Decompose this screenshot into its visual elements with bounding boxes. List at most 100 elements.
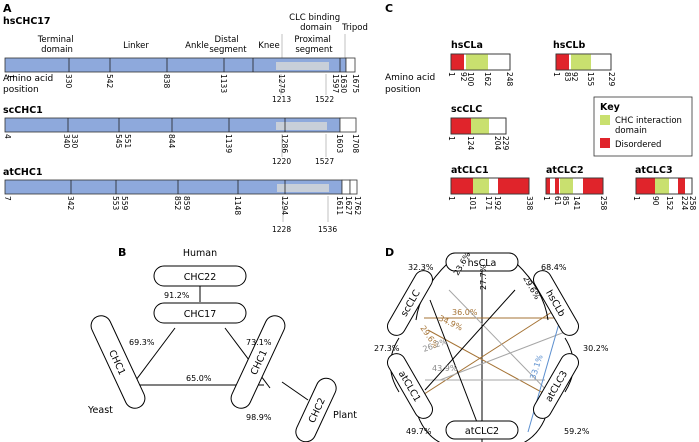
protein-name-hscla: hsCLa [451, 40, 483, 51]
protein-name-hsclb: hsCLb [553, 40, 585, 51]
domain-label-knee: Knee [258, 41, 279, 51]
node-chc22: CHC22 [153, 265, 247, 287]
domain-label-tripod: Tripod [341, 23, 368, 33]
tick-atchc1-1762: 1762 [353, 196, 362, 215]
pct-yeast-plant: 65.0% [186, 374, 212, 383]
node-chc17: CHC17 [153, 302, 247, 324]
svg-text:92: 92 [570, 72, 579, 82]
svg-text:atCLC2: atCLC2 [465, 426, 499, 437]
tick-hschc17-1675: 1675 [351, 74, 360, 93]
panel-c-label: C [385, 2, 393, 15]
protein-bar-hschc17: 1 330 542 838 1133 1279 1597 1630 1675 1… [4, 57, 360, 104]
clc-bar-atclc1: 1 101 171 192 338 [447, 177, 534, 211]
tick-atchc1-1611: 1611 [335, 196, 344, 215]
clc-box [276, 122, 327, 130]
pct-chc22-chc17: 91.2% [164, 291, 190, 300]
clc-end-hschc17: 1522 [315, 95, 334, 104]
pct-hscla-hsclb: 68.4% [541, 263, 567, 272]
tick-atchc1-859: 859 [182, 196, 191, 211]
panel-a-label: A [3, 2, 12, 15]
protein-name-atclc1: atCLC1 [451, 165, 489, 176]
svg-text:258: 258 [599, 196, 608, 211]
svg-text:83: 83 [563, 72, 572, 82]
node-hscla: hsCLa [445, 252, 519, 272]
svg-text:85: 85 [561, 196, 570, 206]
legend-label-interaction: CHC interaction domain [615, 116, 685, 136]
svg-text:CHC17: CHC17 [184, 309, 217, 320]
pct-atclc2-atclc1: 49.7% [406, 427, 432, 436]
clc-start-hschc17: 1213 [272, 95, 291, 104]
svg-text:1: 1 [542, 196, 551, 201]
axis-label-amino-acid-a: Amino acid position [3, 74, 56, 95]
node-chc2: CHC2 [295, 377, 337, 442]
label-human: Human [183, 248, 217, 259]
svg-text:1: 1 [447, 196, 456, 201]
tick-atchc1-342: 342 [66, 196, 75, 211]
svg-text:124: 124 [466, 136, 475, 151]
svg-text:hsCLa: hsCLa [468, 258, 497, 269]
clc-end-scchc1: 1527 [315, 157, 334, 166]
tick-atchc1-559: 559 [120, 196, 129, 211]
axis-label-amino-acid-c: Amino acid position [385, 73, 438, 95]
svg-text:162: 162 [483, 72, 492, 87]
pct-scclc-hsclb: 36.0% [452, 308, 478, 317]
tick-atchc1-1148: 1148 [233, 196, 242, 215]
pct-atclc1-scclc: 27.3% [374, 344, 400, 353]
tick-scchc1-1603: 1603 [335, 134, 344, 153]
clc-bar-scclc: 1 124 204 229 [447, 117, 510, 151]
domain-label-distal: Distal segment [209, 35, 247, 55]
node-chc1-plant: CHC1 [230, 315, 286, 409]
node-atclc3: atCLC3 [533, 353, 579, 419]
pct-scclc-hscla: 32.3% [408, 263, 434, 272]
svg-text:204: 204 [493, 136, 502, 151]
clc-box [277, 184, 329, 192]
clc-box [276, 62, 329, 70]
panel-c: C Amino acid position hsCLa 1 92 100 162… [385, 2, 697, 211]
tick-scchc1-1708: 1708 [351, 134, 360, 153]
pct-hscla-atclc2: 27.7% [479, 264, 488, 290]
tick-hschc17-1: 1 [6, 74, 15, 79]
bar-tripod [345, 57, 356, 73]
tick-atchc1-1627: 1627 [344, 196, 353, 215]
protein-name-scchc1: scCHC1 [3, 105, 43, 116]
tick-scchc1-330: 330 [70, 134, 79, 149]
pct-atclc3-atclc2: 59.2% [564, 427, 590, 436]
panel-d: D hsCLa a [374, 246, 609, 442]
protein-name-hschc17: hsCHC17 [3, 16, 51, 27]
clc-start-scchc1: 1220 [272, 157, 291, 166]
clc-end-atchc1: 1536 [318, 225, 337, 234]
tick-atchc1-852: 852 [173, 196, 182, 211]
svg-text:224: 224 [680, 196, 689, 211]
protein-name-atchc1: atCHC1 [3, 167, 42, 178]
svg-text:229: 229 [607, 72, 616, 87]
pct-hsclb-atclc3: 30.2% [583, 344, 609, 353]
node-atclc2: atCLC2 [445, 420, 519, 440]
protein-name-scclc: scCLC [451, 104, 482, 115]
pct-chc17-yeast: 69.3% [129, 338, 155, 347]
svg-text:100: 100 [466, 72, 475, 87]
tick-scchc1-551: 551 [123, 134, 132, 149]
node-chc1-yeast: CHC1 [90, 315, 146, 409]
svg-text:Key: Key [600, 102, 621, 113]
svg-text:1: 1 [447, 72, 456, 77]
svg-text:1: 1 [447, 136, 456, 141]
clc-bar-atclc3: 1 90 152 224 258 [632, 177, 697, 211]
svg-text:229: 229 [501, 136, 510, 151]
clc-bar-atclc2: 1 61 85 141 258 [542, 177, 608, 211]
domain-label-ankle: Ankle [185, 41, 209, 51]
tick-hschc17-1630: 1630 [339, 74, 348, 93]
tick-hschc17-1279: 1279 [277, 74, 286, 93]
tick-hschc17-1133: 1133 [219, 74, 228, 93]
clc-bar-hscla: 1 92 100 162 248 [447, 53, 514, 87]
svg-text:171: 171 [484, 196, 493, 211]
panel-a: A hsCHC17 Terminal domain Linker Ankle D… [3, 2, 368, 234]
tick-hschc17-542: 542 [105, 74, 114, 89]
node-hsclb: hsCLb [533, 270, 579, 336]
label-plant: Plant [333, 410, 357, 421]
panel-b: B Human CHC22 CHC17 CHC1 CHC1 CHC2 [87, 246, 357, 442]
tick-scchc1-1286: 1286 [280, 134, 289, 153]
svg-text:192: 192 [493, 196, 502, 211]
tick-scchc1-844: 844 [167, 134, 176, 149]
svg-text:258: 258 [688, 196, 697, 211]
pct-chc17-plant: 73.1% [246, 338, 272, 347]
